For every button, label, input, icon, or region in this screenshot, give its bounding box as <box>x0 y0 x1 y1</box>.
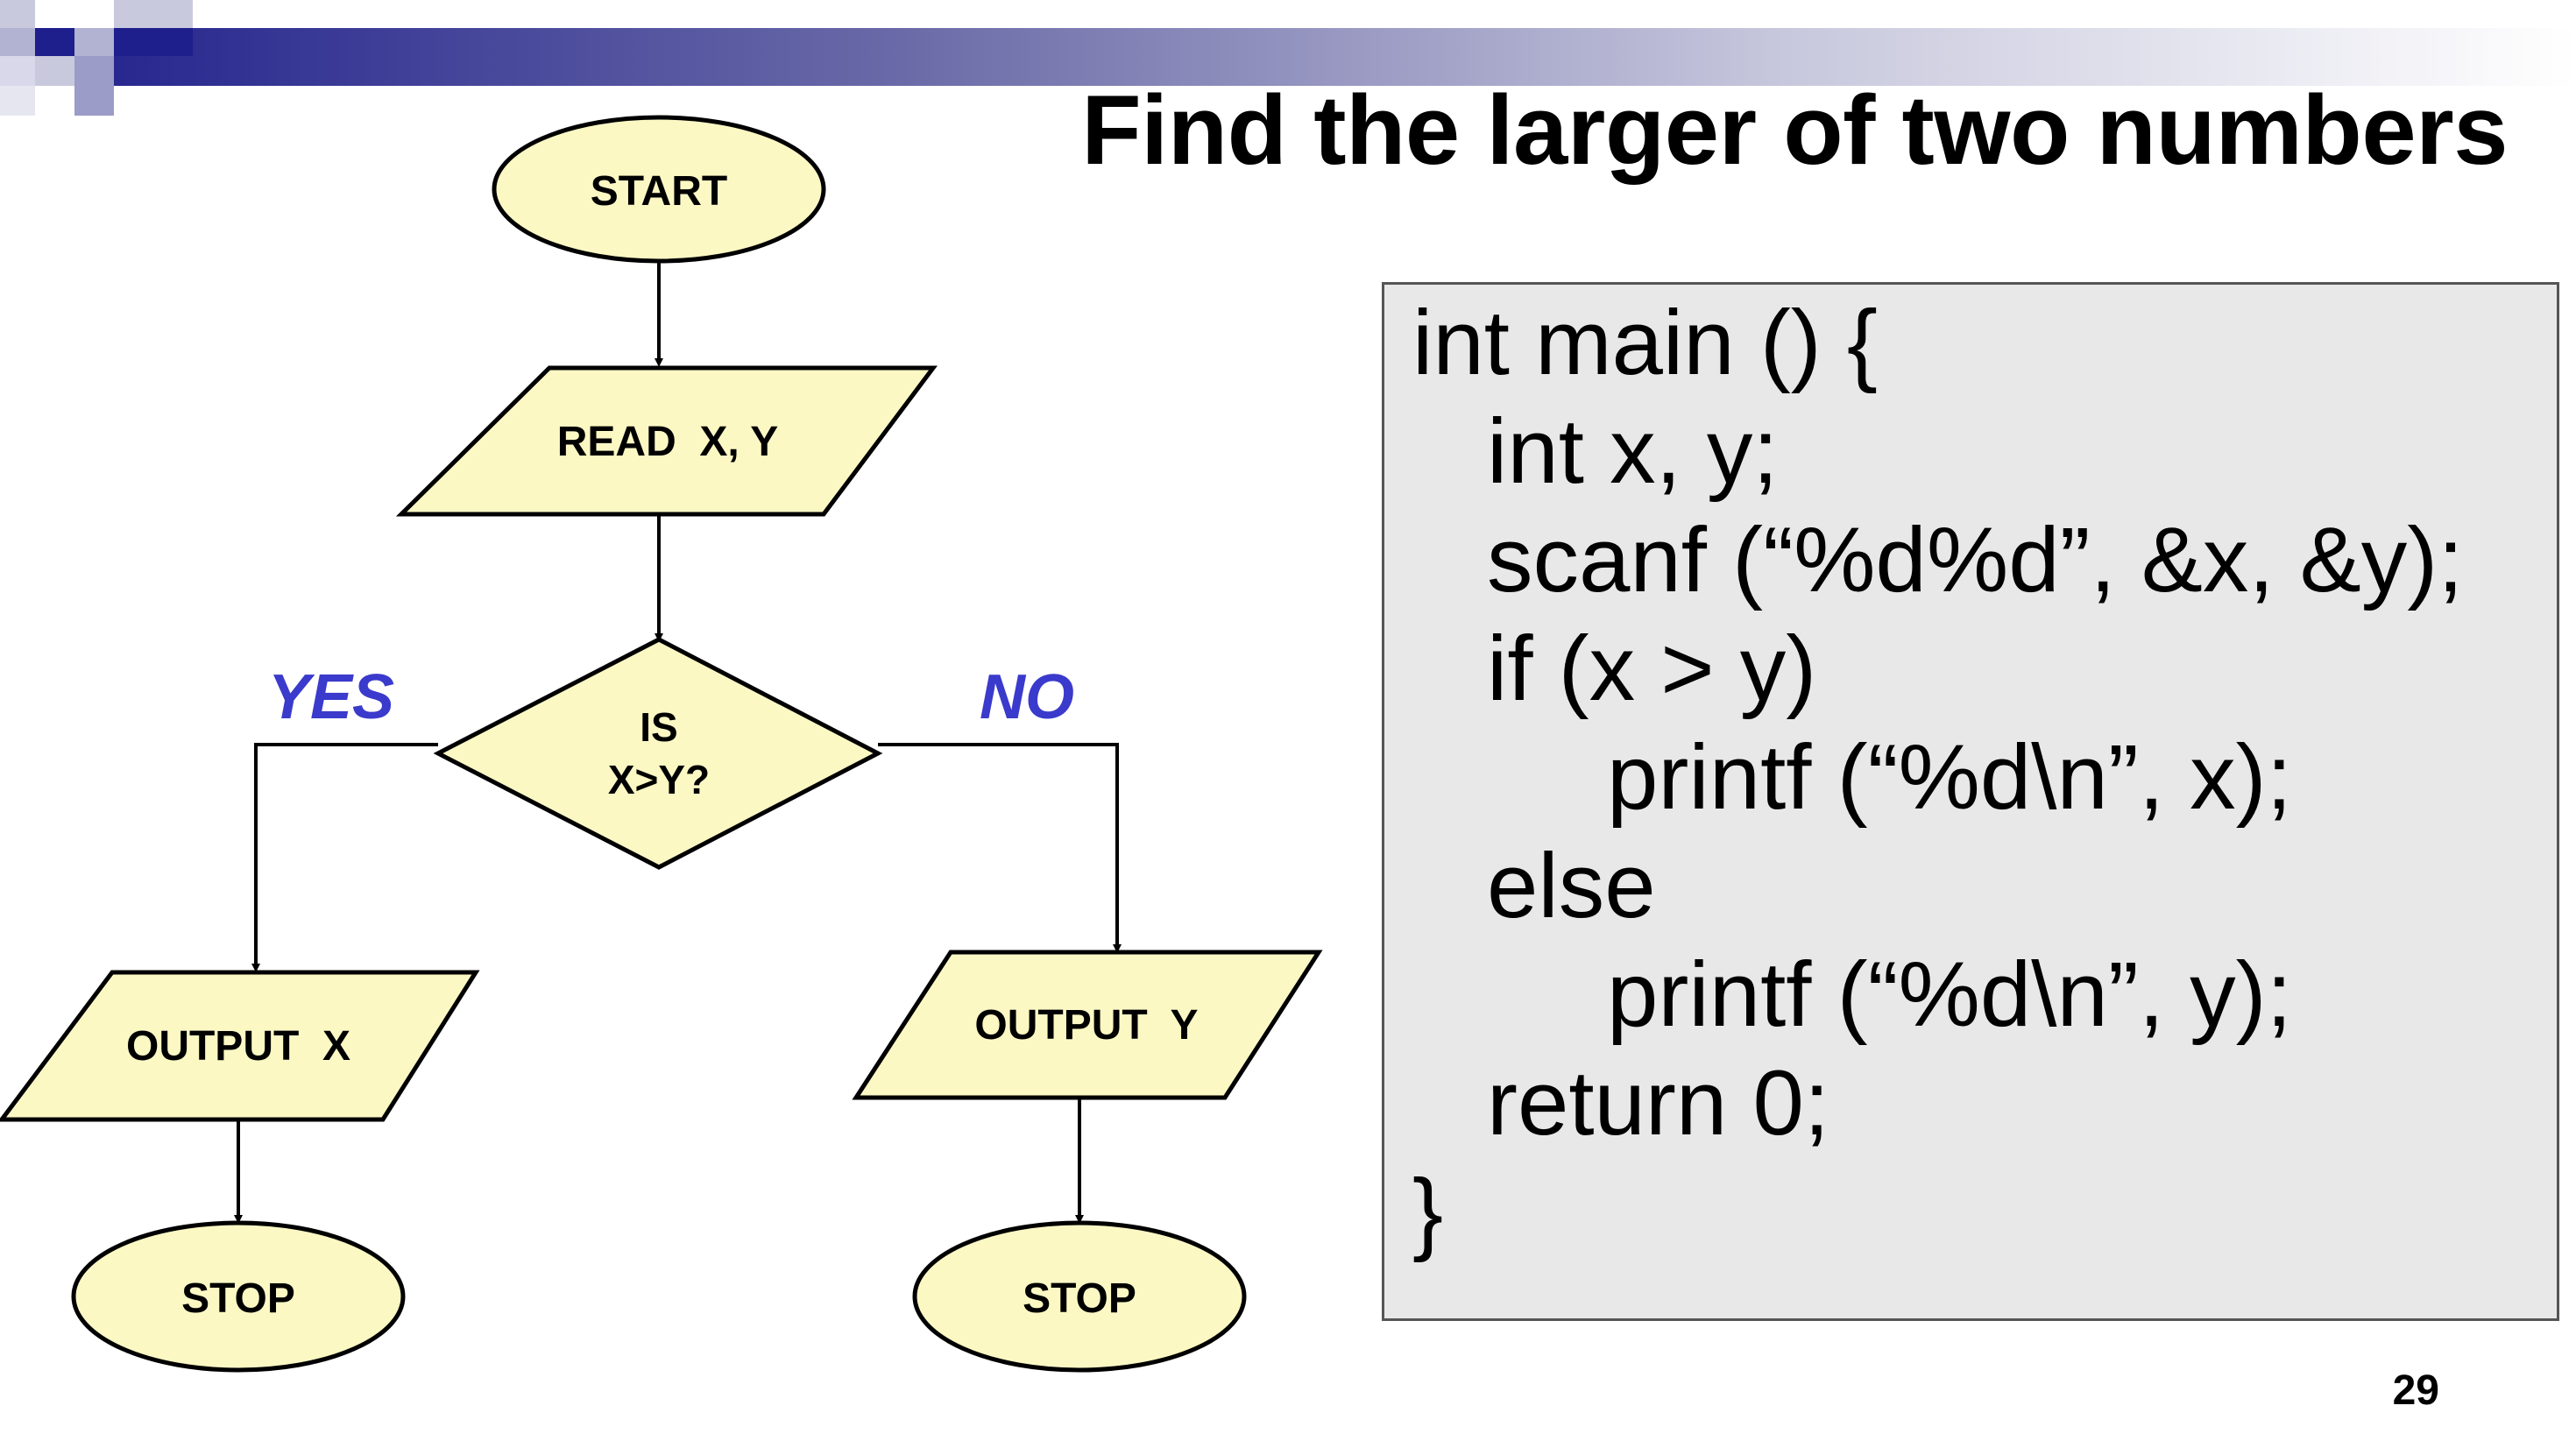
no-label: NO <box>980 662 1074 732</box>
slide-title: Find the larger of two numbers <box>1081 75 2508 185</box>
decision-line-1: IS <box>640 704 677 750</box>
code-box: int main () { int x, y; scanf (“%d%d”, &… <box>1382 282 2559 1321</box>
code-line: int main () { <box>1412 292 1878 394</box>
code-line: else <box>1487 835 1656 937</box>
stop-right-label: STOP <box>1023 1275 1136 1322</box>
header-banner <box>0 0 2576 116</box>
read-label: READ X, Y <box>557 419 779 465</box>
banner-gradient-bar <box>0 28 2576 86</box>
code-line: int x, y; <box>1487 400 1779 503</box>
code-line: return 0; <box>1487 1052 1830 1155</box>
output-y-label: OUTPUT Y <box>974 1002 1198 1049</box>
output-x-box: OUTPUT X <box>0 970 480 1122</box>
decision-line-2: X>Y? <box>608 757 710 802</box>
yes-label: YES <box>268 662 394 732</box>
decision-diamond: IS X>Y? <box>433 637 883 870</box>
banner-squares-decoration <box>0 0 193 116</box>
stop-terminal-right: STOP <box>912 1220 1247 1373</box>
start-label: START <box>591 168 727 215</box>
arrow-decision-no <box>878 743 1122 953</box>
code-line: } <box>1412 1161 1444 1263</box>
arrow-decision-yes <box>251 743 438 972</box>
output-y-box: OUTPUT Y <box>852 950 1323 1100</box>
flowchart-connectors <box>234 261 1122 1224</box>
stop-left-label: STOP <box>181 1275 295 1322</box>
page-number: 29 <box>2392 1367 2439 1414</box>
code-line: scanf (“%d%d”, &x, &y); <box>1487 509 2464 611</box>
stop-terminal-left: STOP <box>71 1220 406 1373</box>
read-input-box: READ X, Y <box>395 365 938 517</box>
code-line: printf (“%d\n”, x); <box>1607 726 2292 829</box>
code-line: printf (“%d\n”, y); <box>1607 943 2292 1046</box>
code-line: if (x > y) <box>1487 618 1817 720</box>
start-terminal: START <box>492 115 826 264</box>
flowchart: START READ X, Y IS X>Y? YES NO OUTPUT X … <box>0 115 1323 1373</box>
output-x-label: OUTPUT X <box>126 1023 350 1070</box>
